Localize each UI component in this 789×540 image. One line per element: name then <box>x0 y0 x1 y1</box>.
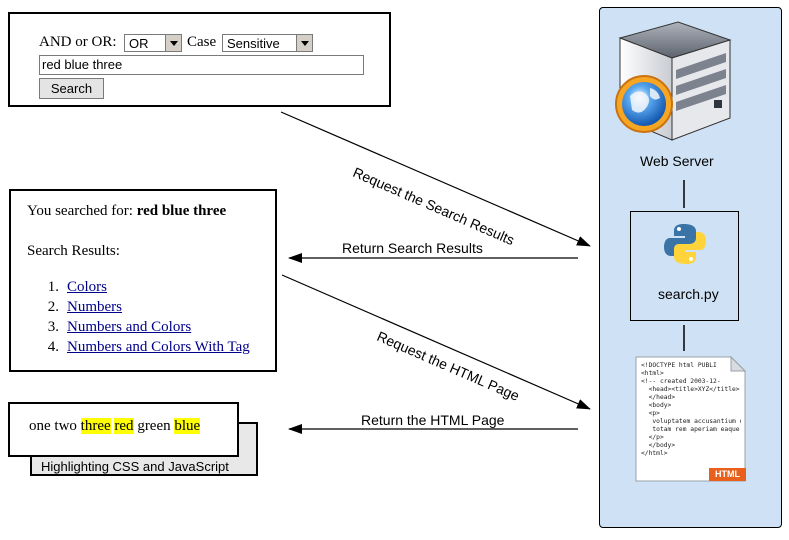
result-number: 1. <box>47 279 59 295</box>
highlight-page: one two three red green blue <box>8 402 239 457</box>
code-line: voluptatem accusantium do <box>641 418 741 425</box>
result-link[interactable]: Numbers <box>67 299 122 315</box>
and-or-label: AND or OR: <box>39 34 117 50</box>
result-link[interactable]: Numbers and Colors <box>67 319 192 335</box>
searched-terms: red blue three <box>136 203 227 219</box>
request-search-arrow <box>280 111 591 247</box>
python-logo-icon <box>664 224 706 264</box>
script-label: search.py <box>658 286 719 302</box>
case-label: Case <box>187 34 217 50</box>
searched-for-label: You searched for: <box>27 203 133 219</box>
results-heading: Search Results: <box>27 243 120 259</box>
result-item: 2. Numbers <box>35 297 250 317</box>
search-form-page: AND or OR: OR Case Sensitive red blue th… <box>8 12 391 107</box>
and-or-value: OR <box>129 36 149 51</box>
code-line: </body> <box>641 442 676 449</box>
result-link[interactable]: Numbers and Colors With Tag <box>67 339 250 355</box>
html-badge: HTML <box>709 468 746 481</box>
case-select[interactable]: Sensitive <box>222 34 313 52</box>
highlight-caption: Highlighting CSS and JavaScript <box>41 459 229 474</box>
and-or-select[interactable]: OR <box>124 34 182 52</box>
chevron-down-icon <box>165 35 181 51</box>
code-line: <!DOCTYPE html PUBLI <box>641 362 717 369</box>
code-line: </p> <box>641 434 664 441</box>
result-number: 4. <box>47 339 59 355</box>
document-page-icon <box>635 356 746 482</box>
search-results-page: You searched for: red blue three Search … <box>9 189 277 372</box>
results-list: 1. Colors 2. Numbers 3. Numbers and Colors 4. N… <box>35 277 250 357</box>
result-item: 1. Colors <box>35 277 250 297</box>
result-number: 3. <box>47 319 59 335</box>
plain-word: one <box>29 418 51 434</box>
search-input[interactable]: red blue three <box>39 55 364 75</box>
code-line: <p> <box>641 410 660 417</box>
searched-for-line: You searched for: red blue three <box>27 203 226 220</box>
code-line: <body> <box>641 402 672 409</box>
request-html-arrow <box>281 274 591 410</box>
script-connector-line <box>683 325 685 351</box>
web-server-label: Web Server <box>640 153 714 169</box>
highlighted-word: three <box>80 418 111 434</box>
server-connector-line <box>683 180 685 208</box>
return-html-label: Return the HTML Page <box>361 412 505 428</box>
return-search-label: Return Search Results <box>342 240 483 256</box>
case-value: Sensitive <box>227 36 280 51</box>
html-file-icon: <!DOCTYPE html PUBLI<html><!-- created 2… <box>635 356 746 482</box>
plain-word: two <box>54 418 77 434</box>
chevron-down-icon <box>296 35 312 51</box>
result-item: 3. Numbers and Colors <box>35 317 250 337</box>
code-line: <!-- created 2003-12- <box>641 378 721 385</box>
code-line: <head><title>XYZ</title> <box>641 386 740 393</box>
code-line: </html> <box>641 450 668 457</box>
result-number: 2. <box>47 299 59 315</box>
plain-word: green <box>137 418 171 434</box>
highlighted-text: one two three red green blue <box>29 418 201 435</box>
document-code-lines: <!DOCTYPE html PUBLI<html><!-- created 2… <box>641 362 741 458</box>
highlighted-word: blue <box>174 418 201 434</box>
result-item: 4. Numbers and Colors With Tag <box>35 337 250 357</box>
code-line: </head> <box>641 394 676 401</box>
result-link[interactable]: Colors <box>67 279 108 295</box>
code-line: totam rem aperiam eaque <box>641 426 740 433</box>
highlighted-word: red <box>114 418 134 434</box>
code-line: <html> <box>641 370 664 377</box>
web-server-icon <box>615 21 732 141</box>
search-button[interactable]: Search <box>39 78 104 99</box>
